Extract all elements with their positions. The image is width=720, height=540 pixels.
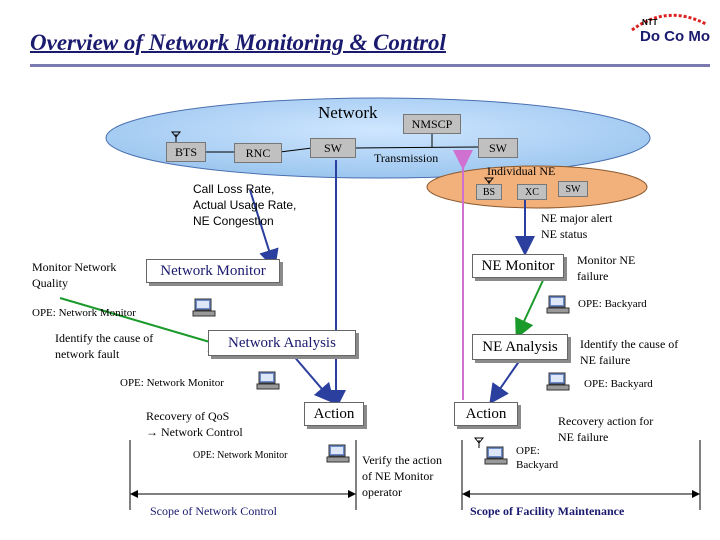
verify-line: operator <box>362 485 402 499</box>
network-analysis-box: Network Analysis <box>208 330 356 356</box>
green-arrow-right <box>515 275 546 340</box>
ne-alert-line: NE major alert <box>541 211 613 225</box>
scope-facility-maintenance: Scope of Facility Maintenance <box>470 504 625 518</box>
ne-analysis-to-action-arrow <box>489 359 521 405</box>
metric-line: Call Loss Rate, <box>193 182 275 196</box>
logo-arc <box>631 13 707 32</box>
computer-icon <box>192 298 216 318</box>
monitor-quality-text: Monitor Network Quality <box>32 259 116 291</box>
verify-line: of NE Monitor <box>362 469 434 483</box>
action-right-box: Action <box>454 402 518 426</box>
transmission-label: Transmission <box>374 151 439 165</box>
metrics-text: Call Loss Rate, Actual Usage Rate, NE Co… <box>193 181 296 229</box>
individual-ne-label: Individual NE <box>487 164 556 178</box>
rnc-box: RNC <box>234 143 282 163</box>
recovery-qos-line: Recovery of QoS <box>146 409 230 423</box>
computer-icon <box>256 371 280 391</box>
nmscp-box: NMSCP <box>403 114 461 134</box>
monitor-ne-failure-text: Monitor NE failure <box>577 252 635 284</box>
bts-antenna-icon <box>170 131 182 142</box>
ope-network-monitor-2: OPE: Network Monitor <box>120 377 224 389</box>
identify-ne-line: Identify the cause of <box>580 337 679 351</box>
ne-monitor-box: NE Monitor <box>472 254 564 278</box>
ne-analysis-box: NE Analysis <box>472 334 568 360</box>
monitor-quality-line: Monitor Network <box>32 260 117 274</box>
recovery-qos-line: → Network Control <box>146 425 243 439</box>
monitor-ne-failure-line: failure <box>577 269 609 283</box>
identify-fault-text: Identify the cause of network fault <box>55 330 153 362</box>
title-rule <box>30 64 710 67</box>
ope-backyard-line: OPE: <box>516 445 540 457</box>
metric-line: NE Congestion <box>193 214 274 228</box>
ope-network-monitor-3: OPE: Network Monitor <box>193 450 288 461</box>
recovery-ne-line: NE failure <box>558 430 609 444</box>
bs-box: BS <box>476 184 502 200</box>
docomo-logo: NTT Do Co Mo <box>622 8 712 64</box>
recovery-ne-text: Recovery action for NE failure <box>558 413 653 445</box>
logo-docomo: Do Co Mo <box>640 28 710 45</box>
verify-line: Verify the action <box>362 453 442 467</box>
network-label: Network <box>318 103 378 122</box>
identify-fault-line: network fault <box>55 347 120 361</box>
recovery-ne-line: Recovery action for <box>558 414 654 428</box>
xc-box: XC <box>517 184 547 200</box>
ope-backyard-line: Backyard <box>516 459 559 471</box>
action-left-box: Action <box>304 402 364 426</box>
metric-line: Actual Usage Rate, <box>193 198 297 212</box>
metrics-arrow <box>249 189 279 270</box>
logo-ntt: NTT <box>642 18 658 27</box>
ne-alert-text: NE major alert NE status <box>541 210 612 242</box>
green-arrow-left <box>59 297 230 352</box>
sw-left-box: SW <box>310 138 356 158</box>
ope-network-monitor-1: OPE: Network Monitor <box>32 307 136 319</box>
verify-text: Verify the action of NE Monitor operator <box>362 452 442 500</box>
identify-ne-line: NE failure <box>580 353 631 367</box>
link-rnc-sw <box>279 147 313 153</box>
ope-backyard-1: OPE: Backyard <box>578 298 647 310</box>
ne-alert-line: NE status <box>541 227 588 241</box>
monitor-ne-failure-line: Monitor NE <box>577 253 636 267</box>
ope-backyard-2: OPE: Backyard <box>584 378 653 390</box>
network-ellipse <box>105 97 651 179</box>
computer-icon <box>546 372 570 392</box>
page-title: Overview of Network Monitoring & Control <box>30 30 446 55</box>
ope-backyard-3: OPE: Backyard <box>516 444 558 472</box>
ope-antenna-icon <box>473 437 485 448</box>
recovery-qos-text: Recovery of QoS → Network Control <box>146 408 243 440</box>
computer-icon <box>546 295 570 315</box>
network-monitor-box: Network Monitor <box>146 259 280 283</box>
link-transmission <box>355 146 479 149</box>
sw-right-box: SW <box>478 138 518 158</box>
computer-icon <box>326 444 350 464</box>
identify-fault-line: Identify the cause of <box>55 331 154 345</box>
bts-box: BTS <box>166 142 206 162</box>
monitor-quality-line: Quality <box>32 276 68 290</box>
scope-network-control: Scope of Network Control <box>150 504 277 518</box>
identify-ne-text: Identify the cause of NE failure <box>580 336 678 368</box>
computer-icon <box>484 446 508 466</box>
sw-ne-box: SW <box>558 181 588 197</box>
